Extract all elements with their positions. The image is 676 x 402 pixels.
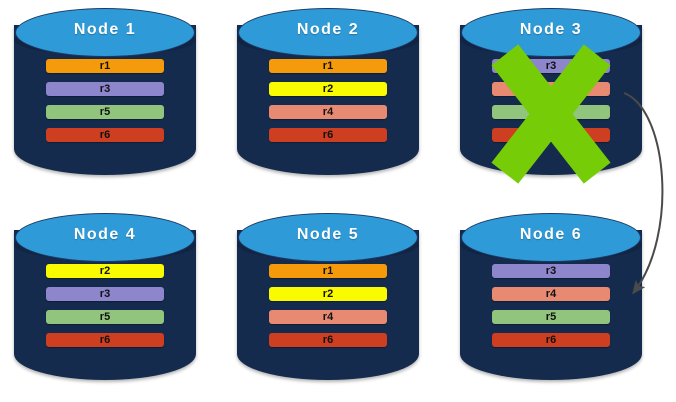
node-3-record-r5[interactable]: r5	[492, 105, 610, 119]
node-2-record-r1[interactable]: r1	[269, 59, 387, 73]
node-5-record-r1[interactable]: r1	[269, 264, 387, 278]
node-6-record-r4[interactable]: r4	[492, 287, 610, 301]
node-4-record-r2[interactable]: r2	[46, 264, 164, 278]
node-3-record-r3[interactable]: r3	[492, 59, 610, 73]
node-3-record-r6[interactable]: r6	[492, 128, 610, 142]
node-2-lid	[238, 8, 418, 57]
node-4-records: r2 r3 r5 r6	[46, 264, 164, 347]
node-6-record-r6[interactable]: r6	[492, 333, 610, 347]
node-4-record-r5[interactable]: r5	[46, 310, 164, 324]
node-5-record-r6[interactable]: r6	[269, 333, 387, 347]
node-6-record-r3[interactable]: r3	[492, 264, 610, 278]
node-5-record-r4[interactable]: r4	[269, 310, 387, 324]
node-3-lid	[461, 8, 641, 57]
node-2-record-r6[interactable]: r6	[269, 128, 387, 142]
node-1-record-r1[interactable]: r1	[46, 59, 164, 73]
node-5-records: r1 r2 r4 r6	[269, 264, 387, 347]
node-1-records: r1 r3 r5 r6	[46, 59, 164, 142]
node-3-records: r3 r4 r5 r6	[492, 59, 610, 142]
node-5-lid	[238, 213, 418, 262]
node-6-records: r3 r4 r5 r6	[492, 264, 610, 347]
node-6-lid	[461, 213, 641, 262]
node-1-record-r6[interactable]: r6	[46, 128, 164, 142]
node-4-lid	[15, 213, 195, 262]
node-4-record-r6[interactable]: r6	[46, 333, 164, 347]
node-5-record-r2[interactable]: r2	[269, 287, 387, 301]
node-4-record-r3[interactable]: r3	[46, 287, 164, 301]
node-1-record-r3[interactable]: r3	[46, 82, 164, 96]
node-2-record-r4[interactable]: r4	[269, 105, 387, 119]
node-1-lid	[15, 8, 195, 57]
node-2-record-r2[interactable]: r2	[269, 82, 387, 96]
node-6-record-r5[interactable]: r5	[492, 310, 610, 324]
node-2-records: r1 r2 r4 r6	[269, 59, 387, 142]
node-3-record-r4[interactable]: r4	[492, 82, 610, 96]
node-1-record-r5[interactable]: r5	[46, 105, 164, 119]
